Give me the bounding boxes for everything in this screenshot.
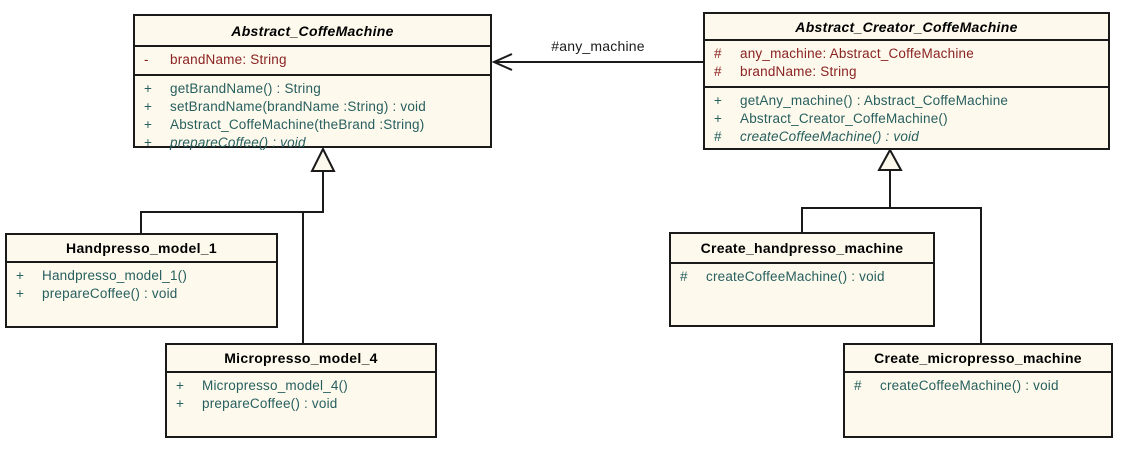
method-row: # createCoffeeMachine() : void <box>845 377 1111 395</box>
methods-compartment: + Handpresso_model_1() + prepareCoffee()… <box>7 263 276 303</box>
visibility-public-icon: + <box>144 135 153 150</box>
visibility-protected-icon: # <box>680 269 688 284</box>
generalization-triangle-icon <box>877 147 903 171</box>
visibility-public-icon: + <box>16 268 25 283</box>
generalization-create-micropresso[interactable] <box>890 207 982 343</box>
attribute-row: - brandName: String <box>135 51 490 69</box>
method-text: getBrandName() : String <box>170 81 321 96</box>
method-row: + prepareCoffee() : void <box>7 285 276 303</box>
open-arrowhead-icon <box>491 53 513 71</box>
visibility-public-icon: + <box>144 81 153 96</box>
method-row: + Abstract_Creator_CoffeMachine() <box>705 110 1108 128</box>
visibility-public-icon: + <box>176 396 185 411</box>
class-title: Create_handpresso_machine <box>671 234 933 264</box>
method-text: createCoffeeMachine() : void <box>706 269 885 284</box>
visibility-protected-icon: # <box>854 378 862 393</box>
method-row: + Handpresso_model_1() <box>7 267 276 285</box>
method-text: prepareCoffee() : void <box>202 396 338 411</box>
visibility-public-icon: + <box>176 378 185 393</box>
visibility-public-icon: + <box>144 99 153 114</box>
attribute-row: # any_machine: Abstract_CoffeMachine <box>705 45 1108 63</box>
methods-compartment: # createCoffeeMachine() : void <box>845 373 1111 395</box>
generalization-create-handpresso[interactable] <box>801 170 891 232</box>
methods-compartment: + getAny_machine() : Abstract_CoffeMachi… <box>705 88 1108 146</box>
method-text: setBrandName(brandName :String) : void <box>170 99 426 114</box>
visibility-protected-icon: # <box>714 64 722 79</box>
visibility-private-icon: - <box>144 52 149 67</box>
abstract-method-text: prepareCoffee() : void <box>170 135 306 150</box>
method-text: getAny_machine() : Abstract_CoffeMachine <box>740 93 1009 108</box>
method-row: + Micropresso_model_4() <box>167 377 435 395</box>
generalization-line[interactable] <box>801 170 891 232</box>
method-text: createCoffeeMachine() : void <box>880 378 1059 393</box>
class-title: Create_micropresso_machine <box>845 345 1111 373</box>
method-text: Handpresso_model_1() <box>42 268 188 283</box>
visibility-protected-icon: # <box>714 129 722 144</box>
generalization-line[interactable] <box>140 171 324 233</box>
class-create-micropresso-machine[interactable]: Create_micropresso_machine # createCoffe… <box>843 343 1113 438</box>
generalization-triangle-icon <box>310 146 336 172</box>
attribute-row: # brandName: String <box>705 63 1108 81</box>
attribute-text: brandName: String <box>740 64 857 79</box>
method-text: Micropresso_model_4() <box>202 378 349 393</box>
methods-compartment: + Micropresso_model_4() + prepareCoffee(… <box>167 373 435 413</box>
attribute-text: any_machine: Abstract_CoffeMachine <box>740 46 974 61</box>
method-row: + getBrandName() : String <box>135 80 490 98</box>
abstract-method-text: createCoffeeMachine() : void <box>740 129 919 144</box>
visibility-public-icon: + <box>714 111 723 126</box>
method-row: + Abstract_CoffeMachine(theBrand :String… <box>135 116 490 134</box>
method-text: Abstract_CoffeMachine(theBrand :String) <box>170 117 425 132</box>
class-create-handpresso-machine[interactable]: Create_handpresso_machine # createCoffee… <box>669 232 935 327</box>
visibility-protected-icon: # <box>714 46 722 61</box>
class-title: Micropresso_model_4 <box>167 345 435 373</box>
methods-compartment: # createCoffeeMachine() : void <box>671 264 933 286</box>
class-abstract-coffemachine[interactable]: Abstract_CoffeMachine - brandName: Strin… <box>133 14 492 150</box>
visibility-public-icon: + <box>144 117 153 132</box>
class-title: Handpresso_model_1 <box>7 235 276 263</box>
generalization-line[interactable] <box>890 207 982 343</box>
method-row: # createCoffeeMachine() : void <box>671 268 933 286</box>
method-row: # createCoffeeMachine() : void <box>705 128 1108 146</box>
class-abstract-creator-coffemachine[interactable]: Abstract_Creator_CoffeMachine # any_mach… <box>703 12 1110 150</box>
class-title: Abstract_CoffeMachine <box>135 16 490 47</box>
generalization-handpresso[interactable] <box>140 171 324 233</box>
method-row: + getAny_machine() : Abstract_CoffeMachi… <box>705 92 1108 110</box>
method-row: + prepareCoffee() : void <box>167 395 435 413</box>
class-micropresso-model-4[interactable]: Micropresso_model_4 + Micropresso_model_… <box>165 343 437 438</box>
method-row: + setBrandName(brandName :String) : void <box>135 98 490 116</box>
class-title: Abstract_Creator_CoffeMachine <box>705 14 1108 41</box>
method-text: prepareCoffee() : void <box>42 286 178 301</box>
association-label[interactable]: #any_machine <box>551 38 645 54</box>
method-text: Abstract_Creator_CoffeMachine() <box>740 111 948 126</box>
association-any-machine[interactable] <box>491 53 703 71</box>
method-row: + prepareCoffee() : void <box>135 134 490 152</box>
methods-compartment: + getBrandName() : String + setBrandName… <box>135 76 490 152</box>
visibility-public-icon: + <box>714 93 723 108</box>
class-handpresso-model-1[interactable]: Handpresso_model_1 + Handpresso_model_1(… <box>5 233 278 328</box>
attributes-compartment: - brandName: String <box>135 47 490 76</box>
visibility-public-icon: + <box>16 286 25 301</box>
attributes-compartment: # any_machine: Abstract_CoffeMachine # b… <box>705 41 1108 88</box>
attribute-text: brandName: String <box>170 52 287 67</box>
